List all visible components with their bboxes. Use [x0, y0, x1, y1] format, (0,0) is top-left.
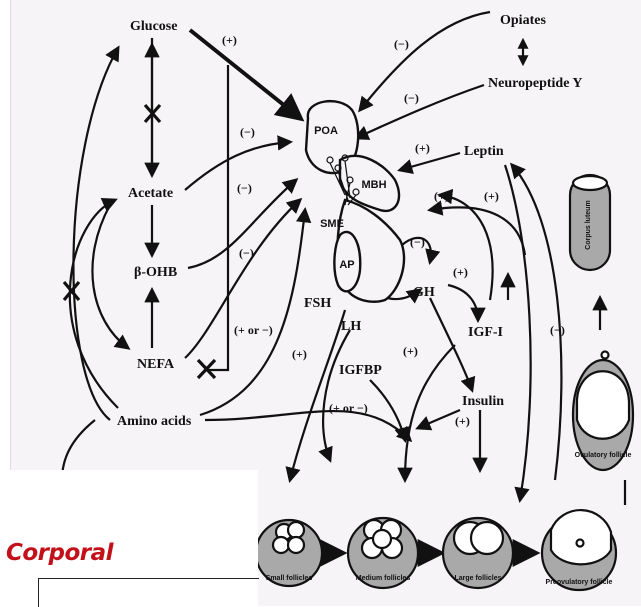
glucose-to-poa-arrow	[190, 30, 300, 118]
aa-to-follicles-arrow	[205, 411, 410, 440]
lh-label: LH	[341, 319, 361, 334]
corporal-caption: Corporal	[6, 540, 113, 566]
sme-label: SME	[320, 218, 344, 230]
sign-opiates-poa: (−)	[394, 37, 409, 51]
aa-to-glucose-arrow	[73, 48, 118, 420]
aa-to-poa-arrow	[200, 210, 305, 415]
sign-acetate-poa: (−)	[240, 125, 255, 139]
fsh-label: FSH	[304, 296, 331, 311]
block-x-aa	[64, 282, 79, 300]
leptin-label: Leptin	[464, 144, 504, 159]
acetate-label: Acetate	[128, 186, 173, 201]
poa-label: POA	[314, 125, 338, 137]
gh-to-insulin-arrow	[430, 298, 472, 390]
medium-follicles-label: Medium follicles	[356, 575, 411, 582]
opiates-label: Opiates	[500, 13, 546, 28]
glucose-label: Glucose	[130, 19, 177, 34]
ovulatory-label: Ovulatory follicle	[575, 452, 632, 459]
igf1-label: IGF-I	[468, 325, 503, 340]
acetate-to-nefa-arrow	[92, 205, 128, 348]
sign-aa-poa: (−)	[239, 246, 254, 260]
sign-gh-up1: (+)	[434, 189, 449, 203]
npy-label: Neuropeptide Y	[488, 76, 583, 91]
follicles	[256, 175, 633, 590]
ap-label: AP	[339, 259, 354, 271]
leptin-to-mbh-arrow	[400, 153, 460, 170]
sign-glucose-poa: (+)	[222, 33, 237, 47]
sign-npy-poa: (−)	[404, 91, 419, 105]
leptin-to-preov-arrow	[505, 165, 531, 500]
insulin-to-follicle-arrow	[418, 410, 460, 428]
sign-igf-follicle: (+)	[403, 344, 418, 358]
large-follicles-label: Large follicles	[454, 575, 501, 582]
nefa-label: NEFA	[137, 357, 175, 372]
gh-to-igf-arrow	[448, 285, 478, 320]
sign-igf-gh: (+)	[453, 265, 468, 279]
mbh-label: MBH	[361, 179, 386, 191]
sign-igfbp-follicle: (+ or −)	[329, 401, 368, 415]
sign-gh-up2: (+)	[484, 189, 499, 203]
sign-nefa-poa: (+ or −)	[234, 323, 273, 337]
aa-to-acetate-arrow	[70, 200, 118, 408]
igfbp-label: IGFBP	[339, 363, 382, 378]
sign-leptin-follicle: (−)	[550, 323, 565, 337]
block-marks	[64, 105, 215, 378]
amino-acids-label: Amino acids	[117, 414, 192, 429]
opiates-to-poa-arrow	[360, 12, 490, 110]
insulin-label: Insulin	[462, 394, 504, 409]
sign-leptin-mbh: (+)	[415, 141, 430, 155]
sign-bohb-poa: (−)	[237, 181, 252, 195]
fsh-to-small-arrow	[290, 310, 345, 480]
corner-frame-line	[38, 578, 259, 607]
preovulatory-label: Preovulatory follicle	[546, 579, 613, 586]
lh-to-medium-arrow	[323, 330, 350, 460]
gh-label: GH	[413, 285, 435, 300]
small-follicles-label: Small follicles	[266, 575, 313, 582]
preovulatory-follicle	[542, 510, 616, 590]
glucose-nefa-line	[205, 65, 228, 370]
sign-insulin-follicle: (+)	[455, 414, 470, 428]
sign-gh-igf: (−)	[410, 235, 425, 249]
igf-to-large-arrow	[405, 345, 455, 480]
corpus-luteum-label: Corpus luteum	[585, 200, 592, 249]
bohb-label: β-OHB	[134, 265, 177, 280]
sign-fsh: (+)	[292, 347, 307, 361]
